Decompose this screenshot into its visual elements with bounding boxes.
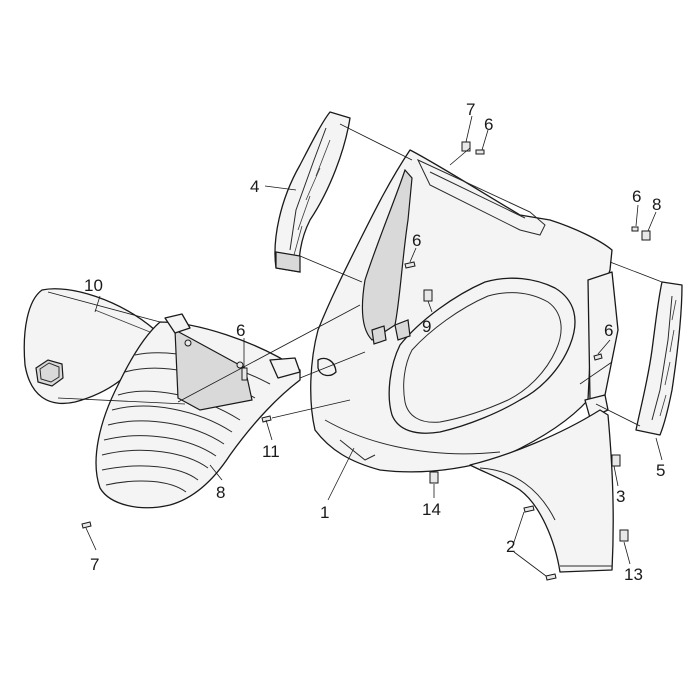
nut-7-right bbox=[641, 230, 651, 241]
hardware bbox=[81, 141, 651, 581]
part-1-front-shield bbox=[310, 149, 619, 473]
callout-6-right: 6 bbox=[604, 321, 613, 340]
nut-7-top bbox=[461, 141, 471, 152]
callout-6-center: 6 bbox=[412, 231, 421, 250]
callout-11: 10 bbox=[84, 276, 103, 295]
callout-3: 3 bbox=[616, 487, 625, 506]
callout-10: 9 bbox=[422, 317, 431, 336]
clip-10 bbox=[423, 289, 433, 302]
screw-6-center bbox=[404, 261, 416, 269]
callout-1: 1 bbox=[320, 503, 329, 522]
callout-7-top: 7 bbox=[466, 100, 475, 119]
clip-13 bbox=[619, 529, 629, 542]
callout-6-top: 6 bbox=[484, 115, 493, 134]
callout-labels: 7 6 6 8 4 6 10 9 6 6 11 8 5 3 14 1 2 7 1… bbox=[84, 100, 665, 584]
callout-9-top: 6 bbox=[236, 321, 245, 340]
callout-leaders bbox=[85, 115, 663, 577]
part-2-lower-panel bbox=[469, 409, 614, 573]
part-8-front-grille bbox=[95, 313, 301, 509]
callout-7-right: 8 bbox=[652, 195, 661, 214]
screw-2-top bbox=[523, 505, 535, 513]
callout-4: 4 bbox=[250, 177, 259, 196]
callout-9-bottom: 7 bbox=[90, 555, 99, 574]
callout-5: 5 bbox=[656, 461, 665, 480]
screw-6-right bbox=[593, 353, 603, 361]
callout-8: 8 bbox=[216, 483, 225, 502]
part-5-right-side-vent bbox=[635, 281, 683, 436]
callout-2: 2 bbox=[506, 537, 515, 556]
screw-2-bottom bbox=[545, 573, 557, 581]
part-4-left-side-vent bbox=[274, 111, 351, 273]
screw-6-top bbox=[475, 149, 485, 155]
clip-14 bbox=[429, 471, 439, 484]
screw-6-right-top bbox=[631, 226, 639, 232]
callout-13: 13 bbox=[624, 565, 643, 584]
callout-12: 11 bbox=[262, 442, 280, 461]
screw-9-top bbox=[241, 367, 248, 381]
screw-12 bbox=[261, 415, 272, 423]
part-11-shield-cover bbox=[23, 288, 156, 404]
assembly-lines bbox=[47, 123, 663, 427]
clip-3 bbox=[611, 454, 621, 467]
callout-14: 14 bbox=[422, 500, 441, 519]
callout-6-right-top: 6 bbox=[632, 187, 641, 206]
screw-9-bottom bbox=[81, 521, 92, 529]
